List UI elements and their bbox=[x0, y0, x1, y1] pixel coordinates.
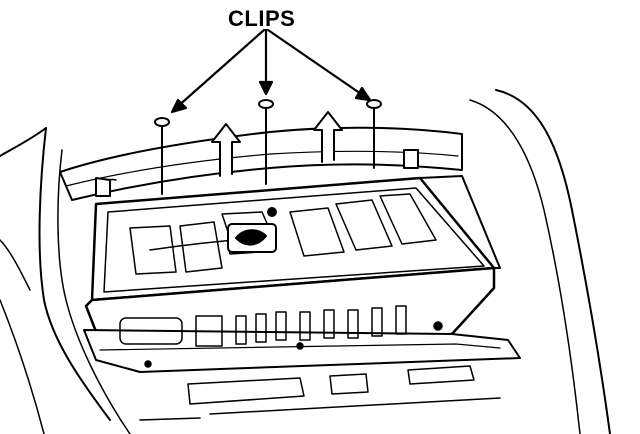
lift-arrow-icon bbox=[211, 123, 241, 177]
trunk-opening-outline bbox=[0, 89, 611, 434]
clips bbox=[154, 99, 382, 195]
lid-handle bbox=[227, 207, 277, 253]
lift-arrows bbox=[211, 111, 343, 177]
front-vents bbox=[119, 305, 443, 368]
clip-icon bbox=[258, 99, 274, 185]
rear-trim-panel bbox=[59, 126, 463, 201]
floor-pan bbox=[139, 365, 501, 421]
clip-icon bbox=[366, 99, 382, 169]
lift-arrow-icon bbox=[313, 111, 343, 163]
battery-tray bbox=[83, 175, 521, 373]
clip-icon bbox=[154, 117, 170, 195]
callout-arrows bbox=[170, 28, 372, 114]
clips-callout-label: CLIPS bbox=[228, 6, 296, 31]
